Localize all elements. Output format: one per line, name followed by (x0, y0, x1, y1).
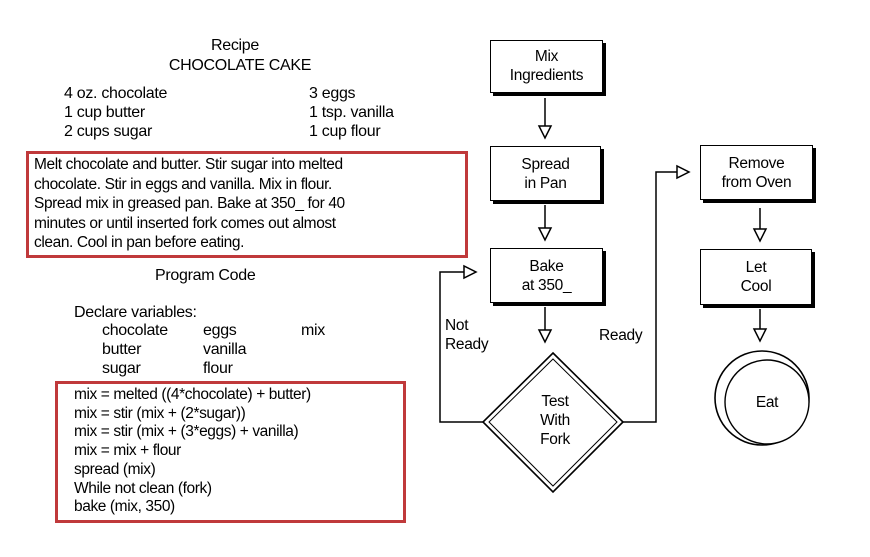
flow-step-label: Remove from Oven (721, 155, 792, 191)
flow-label-not-ready: Not Ready (445, 317, 489, 353)
instructions-line: clean. Cool in pan before eating. (34, 234, 244, 251)
code-line: spread (mix) (74, 460, 156, 478)
code-block: mix = melted ((4*chocolate) + butter) mi… (74, 386, 404, 517)
var-eggs: eggs (203, 322, 237, 339)
program-heading: Program Code (155, 267, 256, 284)
var-butter: butter (102, 341, 142, 358)
flow-step-remove-from-oven: Remove from Oven (700, 145, 813, 200)
declare-label: Declare variables: (74, 304, 197, 321)
ingredient-left-2: 1 cup butter (64, 104, 145, 121)
var-mix: mix (301, 322, 325, 339)
var-vanilla: vanilla (203, 341, 247, 358)
flow-step-label: Spread in Pan (521, 156, 570, 192)
instructions-line: chocolate. Stir in eggs and vanilla. Mix… (34, 175, 332, 193)
flow-step-bake: Bake at 350_ (490, 248, 603, 303)
code-line: bake (mix, 350) (74, 498, 175, 516)
flow-step-label: Let Cool (740, 259, 772, 295)
recipe-title: CHOCOLATE CAKE (168, 57, 312, 74)
ingredient-left-1: 4 oz. chocolate (64, 85, 168, 102)
code-line: mix = stir (mix + (3*eggs) + vanilla) (74, 423, 299, 441)
flow-step-label: Mix Ingredients (509, 48, 584, 84)
var-chocolate: chocolate (102, 322, 168, 339)
instructions-highlight-box (26, 151, 468, 258)
instructions-line: Spread mix in greased pan. Bake at 350_ … (34, 195, 345, 212)
ingredient-left-3: 2 cups sugar (64, 123, 153, 140)
flow-step-mix-ingredients: Mix Ingredients (490, 40, 603, 93)
flow-step-let-cool: Let Cool (700, 249, 812, 305)
flow-step-label: Bake at 350_ (521, 258, 572, 294)
code-line: mix = stir (mix + (2*sugar)) (74, 404, 246, 422)
code-highlight-box (55, 381, 406, 523)
instructions-line: Melt chocolate and butter. Stir sugar in… (34, 156, 343, 173)
ingredient-right-3: 1 cup flour (309, 123, 381, 140)
ingredient-right-1: 3 eggs (309, 85, 356, 102)
flow-step-spread-in-pan: Spread in Pan (490, 146, 601, 201)
instructions-line: minutes or until inserted fork comes out… (34, 214, 336, 232)
code-line: While not clean (fork) (74, 479, 212, 497)
code-line: mix = melted ((4*chocolate) + butter) (74, 386, 311, 403)
var-flour: flour (203, 360, 233, 377)
recipe-heading: Recipe (210, 37, 259, 54)
code-line: mix = mix + flour (74, 442, 181, 460)
var-sugar: sugar (102, 360, 141, 377)
instructions-text: Melt chocolate and butter. Stir sugar in… (34, 155, 466, 253)
flow-label-ready: Ready (599, 327, 643, 344)
ingredient-right-2: 1 tsp. vanilla (309, 104, 394, 121)
flow-decision-test-with-fork: Test With Fork (540, 393, 570, 448)
flow-end-eat: Eat (755, 394, 779, 411)
